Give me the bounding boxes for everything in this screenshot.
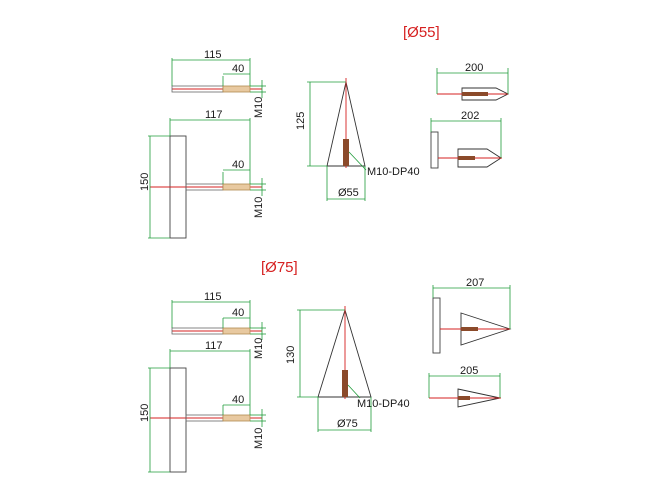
right-top-length-55: 200 (465, 62, 483, 74)
section-header-55: [Ø55] (403, 24, 440, 41)
cone-view-55: 125 M10-DP40 Ø55 (295, 78, 420, 201)
plate-view-55: 150 117 40 M10 (139, 109, 266, 239)
cone-height-55: 125 (295, 112, 307, 130)
rod-view-55: 115 40 M10 (171, 49, 266, 118)
right-bottom-length-55: 202 (461, 110, 479, 122)
right-top-view-55: 200 (436, 62, 510, 101)
right-bottom-view-55: 202 (430, 110, 502, 169)
plate-thread-length-75: 40 (232, 394, 244, 406)
right-bottom-view-75: 205 (428, 365, 501, 408)
plate-thread-spec-55: M10 (253, 197, 265, 218)
rod-view-75: 115 40 M10 (171, 291, 266, 359)
section-75: [Ø75] 115 40 M10 150 (139, 259, 512, 473)
plate-length-55: 117 (205, 109, 223, 121)
cone-view-75: 130 M10-DP40 Ø75 (285, 306, 410, 432)
cone-note-55: M10-DP40 (367, 166, 420, 178)
plate-height-75: 150 (139, 404, 151, 422)
cone-diameter-55: Ø55 (338, 187, 359, 199)
cone-note-75: M10-DP40 (357, 398, 410, 410)
rod-length-75: 115 (204, 291, 222, 303)
right-bottom-length-75: 205 (460, 365, 478, 377)
right-top-length-75: 207 (466, 277, 484, 289)
right-top-view-75: 207 (432, 277, 512, 354)
rod-thread-length-75: 40 (232, 307, 244, 319)
plate-view-75: 150 117 40 M10 (139, 340, 266, 473)
plate-length-75: 117 (205, 340, 223, 352)
rod-thread-spec-75: M10 (253, 338, 265, 359)
rod-thread-spec-55: M10 (253, 97, 265, 118)
section-header-75: [Ø75] (261, 259, 298, 276)
cone-diameter-75: Ø75 (337, 418, 358, 430)
cone-height-75: 130 (285, 346, 297, 364)
section-55: [Ø55] 115 40 M10 150 (139, 24, 510, 239)
rod-thread-length-55: 40 (232, 63, 244, 75)
rod-length-55: 115 (204, 49, 222, 61)
plate-thread-length-55: 40 (232, 159, 244, 171)
plate-thread-spec-75: M10 (253, 428, 265, 449)
plate-height-55: 150 (139, 173, 151, 191)
